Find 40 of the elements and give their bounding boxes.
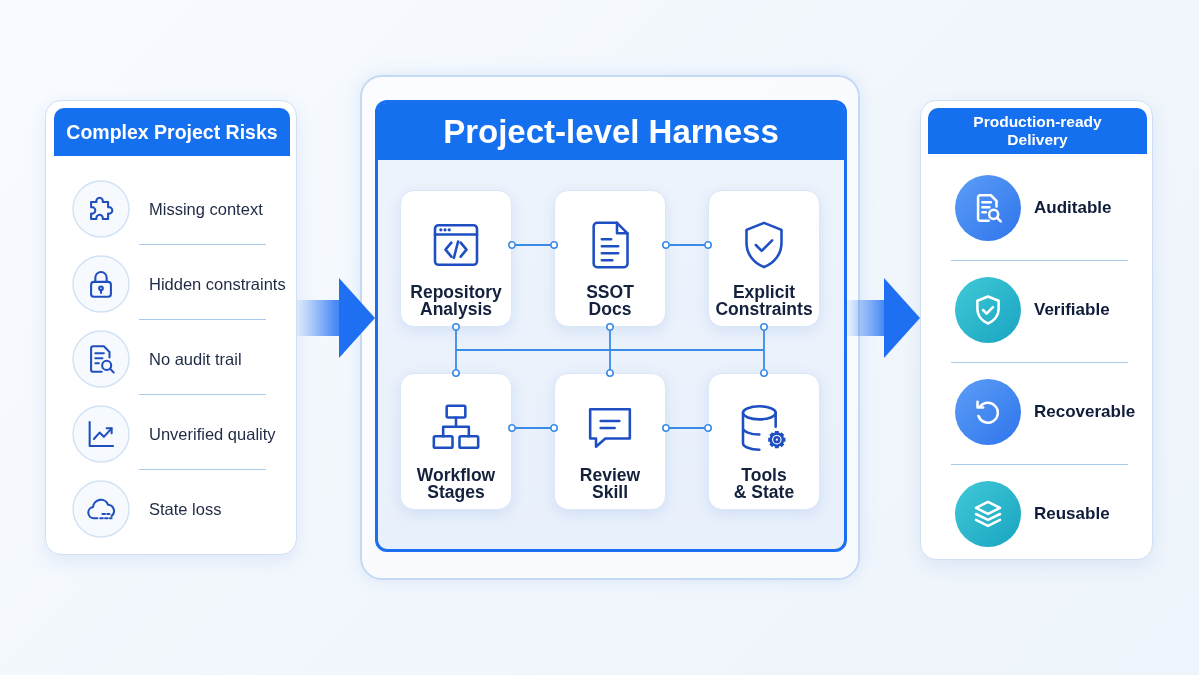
card-title: SSOT Docs: [585, 284, 635, 318]
capability-card: [400, 190, 512, 327]
harness-header: Project-level Harness: [378, 103, 844, 160]
delivery-panel: [920, 100, 1153, 560]
connector-line: [760, 323, 768, 351]
risk-label: Missing context: [149, 199, 263, 219]
outcome-label: Auditable: [1034, 198, 1112, 218]
panel-header: Production-ready Delivery: [928, 108, 1147, 154]
connector-line: [662, 241, 712, 249]
connector-line: [508, 424, 558, 432]
connector-line: [508, 241, 558, 249]
connector-line: [455, 349, 765, 351]
capability-card: [554, 373, 666, 510]
risk-label: Unverified quality: [149, 424, 276, 444]
card-title: Explicit Constraints: [714, 284, 814, 318]
connector-line: [452, 323, 460, 351]
connector-line: [606, 323, 614, 351]
flow-arrow: [847, 278, 920, 358]
panel-header: Complex Project Risks: [54, 108, 290, 156]
risk-label: No audit trail: [149, 349, 242, 369]
connector-line: [452, 349, 460, 377]
outcome-label: Verifiable: [1034, 300, 1110, 320]
outcome-label: Reusable: [1034, 504, 1110, 524]
capability-card: [400, 373, 512, 510]
flow-arrow: [297, 278, 375, 358]
card-title: Review Skill: [578, 467, 642, 501]
card-title: Repository Analysis: [409, 284, 503, 318]
risk-label: Hidden constraints: [149, 274, 286, 294]
risk-panel: [45, 100, 297, 555]
connector-line: [760, 349, 768, 377]
capability-card: [708, 373, 820, 510]
card-title: Workflow Stages: [415, 467, 497, 501]
capability-card: [554, 190, 666, 327]
capability-card: [708, 190, 820, 327]
outcome-label: Recoverable: [1034, 402, 1136, 422]
connector-line: [662, 424, 712, 432]
risk-label: State loss: [149, 499, 222, 519]
card-title: Tools & State: [733, 467, 795, 501]
harness-panel: [375, 100, 847, 552]
connector-line: [606, 349, 614, 377]
